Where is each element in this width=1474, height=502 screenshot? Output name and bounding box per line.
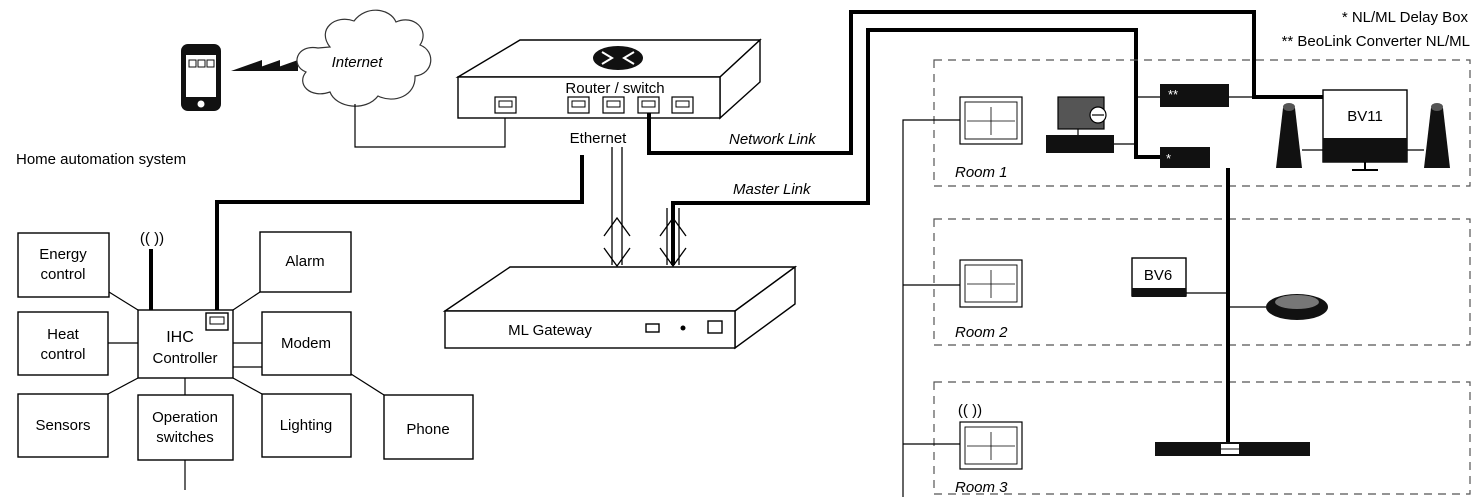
modem-label: Modem xyxy=(281,335,331,352)
wireless-signal-arrows-icon xyxy=(231,60,298,71)
lighting-box xyxy=(261,393,352,458)
note-beolink-converter: ** BeoLink Converter NL/ML xyxy=(1282,33,1470,50)
modem-box xyxy=(261,311,352,376)
usb-port-icon xyxy=(645,323,660,333)
alarm-label: Alarm xyxy=(285,253,324,270)
room-1-area xyxy=(933,59,1471,187)
router-logo-icon xyxy=(593,46,643,70)
ml-gateway-label: ML Gateway xyxy=(508,322,592,339)
heat-control-line2: control xyxy=(40,346,85,363)
room-2-area xyxy=(933,218,1471,346)
energy-control-line1: Energy xyxy=(39,246,87,263)
room-bus-line xyxy=(902,119,960,497)
internet-label: Internet xyxy=(332,54,384,71)
master-link-double-arrow-icon xyxy=(659,208,687,268)
led-icon xyxy=(680,325,686,331)
ethernet-port-icon xyxy=(494,96,694,114)
router-switch xyxy=(455,38,762,120)
heat-control-line1: Heat xyxy=(47,326,80,343)
operation-switches-box xyxy=(137,394,234,461)
heat-control-box xyxy=(17,311,109,376)
phone-box xyxy=(383,394,474,460)
note-delay-box: * NL/ML Delay Box xyxy=(1342,9,1469,26)
speaker-icon xyxy=(1276,103,1450,168)
beolink-converter-box xyxy=(1160,84,1229,107)
audio-system-icon xyxy=(1046,96,1114,153)
sensors-box xyxy=(17,393,109,458)
router-label: Router / switch xyxy=(565,80,664,97)
delay-marker: * xyxy=(1166,151,1171,166)
room-2-label: Room 2 xyxy=(955,324,1008,341)
room-1-label: Room 1 xyxy=(955,164,1008,181)
internet-to-router-line xyxy=(354,104,506,148)
ethernet-double-arrow-icon xyxy=(603,147,631,268)
internet-cloud-icon xyxy=(296,9,432,107)
ihc-controller-line1: IHC xyxy=(166,329,194,346)
room-3-wireless-icon: (( )) xyxy=(958,402,982,419)
bv6-tv xyxy=(1131,257,1187,297)
wall-keypad-icon xyxy=(959,96,1023,470)
sensors-label: Sensors xyxy=(35,417,90,434)
master-link-label: Master Link xyxy=(733,181,812,198)
operation-switches-line2: switches xyxy=(156,429,214,446)
bv11-label: BV11 xyxy=(1347,108,1383,125)
smartphone-icon xyxy=(181,44,221,111)
alarm-box xyxy=(259,231,352,293)
ethernet-label: Ethernet xyxy=(570,130,628,147)
lighting-label: Lighting xyxy=(280,417,333,434)
ihc-ethernet-cable xyxy=(215,155,584,312)
delay-box xyxy=(1160,147,1210,168)
network-link-label: Network Link xyxy=(729,131,817,148)
bv11-tv xyxy=(1322,89,1408,171)
phone-label: Phone xyxy=(406,421,449,438)
soundbar-icon xyxy=(1155,442,1310,456)
power-socket-icon xyxy=(707,320,723,334)
energy-control-line2: control xyxy=(40,266,85,283)
operation-switches-line1: Operation xyxy=(152,409,218,426)
room-3-label: Room 3 xyxy=(955,479,1008,496)
ml-gateway-device xyxy=(442,265,798,350)
ihc-wireless-icon: (( )) xyxy=(140,230,164,247)
ihc-controller-line2: Controller xyxy=(152,350,217,367)
converter-marker: ** xyxy=(1168,87,1178,102)
room-3-area xyxy=(933,381,1471,495)
bv6-label: BV6 xyxy=(1144,267,1172,284)
home-automation-title: Home automation system xyxy=(16,151,186,168)
conference-speaker-icon xyxy=(1266,294,1328,320)
energy-control-box xyxy=(17,232,110,298)
master-link-cable xyxy=(671,28,1160,265)
ihc-ethernet-port-icon xyxy=(205,312,229,331)
